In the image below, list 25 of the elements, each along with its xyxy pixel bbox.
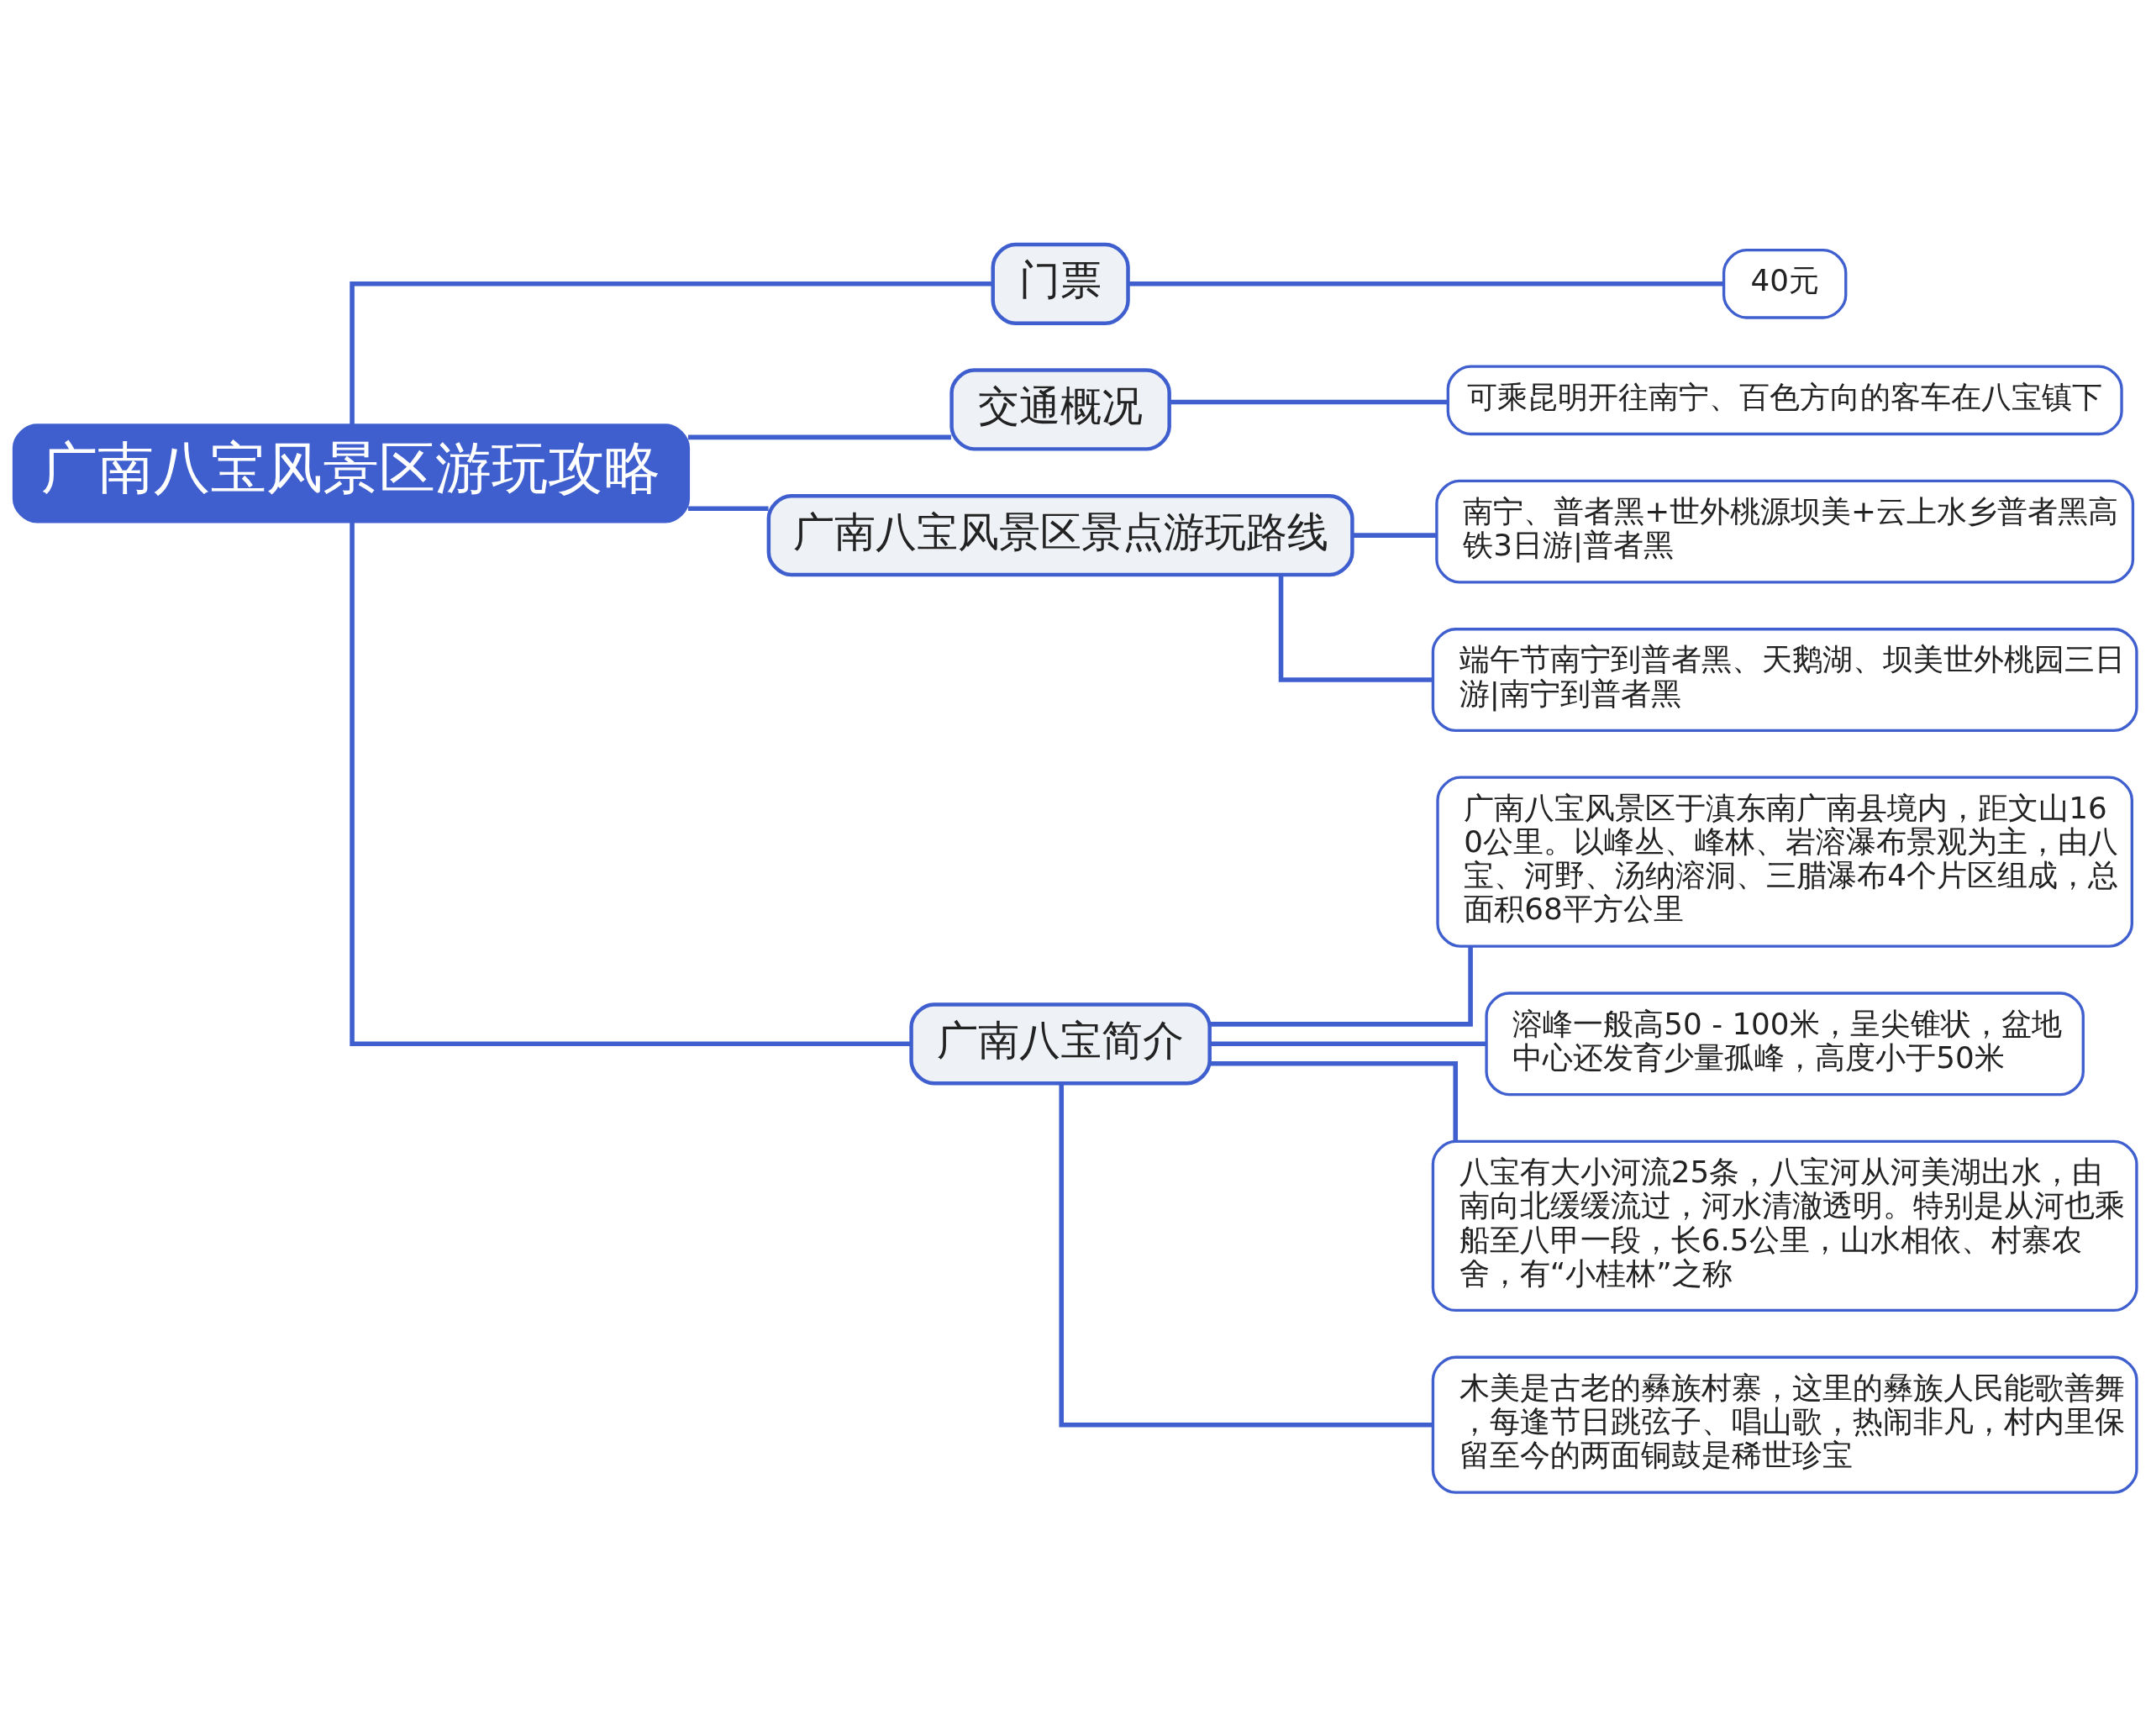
- connector: [688, 434, 951, 439]
- node-box: 广南八宝风景区于滇东南广南县境内，距文山160公里。以峰丛、峰林、岩溶瀑布景观为主，由八宝、河野、汤纳溶洞、三腊瀑布4个片区组成，总面积68平方公里: [1436, 776, 2133, 948]
- connector: [350, 521, 912, 1046]
- node-box: 门票: [991, 242, 1130, 325]
- connector: [688, 506, 769, 511]
- connector: [1170, 399, 1448, 404]
- connector: [1278, 574, 1433, 682]
- node-box: 广南八宝风景区游玩攻略: [12, 423, 691, 523]
- node-box: 八宝有大小河流25条，八宝河从河美湖出水，由南向北缓缓流过，河水清澈透明。特别是从河也乘船至八甲一段，长6.5公里，山水相依、村寨农舍，有“小桂林”之称: [1431, 1139, 2138, 1312]
- connector: [1352, 532, 1437, 538]
- connector: [1059, 1083, 1433, 1427]
- node-box: 可乘昆明开往南宁、百色方向的客车在八宝镇下: [1446, 364, 2123, 435]
- node-box: 端午节南宁到普者黑、天鹅湖、坝美世外桃园三日游|南宁到普者黑: [1431, 627, 2138, 732]
- node-box: 木美是古老的彝族村寨，这里的彝族人民能歌善舞，每逢节日跳弦子、唱山歌，热闹非凡，村内里保留至今的两面铜鼓是稀世珍宝: [1431, 1355, 2138, 1494]
- node-box: 40元: [1722, 248, 1848, 319]
- node-box: 广南八宝简介: [909, 1002, 1212, 1085]
- node-box: 交通概况: [949, 367, 1171, 451]
- connector: [350, 281, 993, 425]
- node-box: 南宁、普者黑+世外桃源坝美+云上水乡普者黑高铁3日游|普者黑: [1435, 479, 2135, 584]
- connector: [1209, 1060, 1459, 1141]
- connector: [1209, 945, 1473, 1027]
- node-box: 溶峰一般高50 - 100米，呈尖锥状，盆地中心还发育少量孤峰，高度小于50米: [1485, 991, 2085, 1096]
- connector: [1128, 281, 1724, 287]
- node-box: 广南八宝风景区景点游玩路线: [766, 493, 1354, 576]
- connector: [1209, 1041, 1486, 1046]
